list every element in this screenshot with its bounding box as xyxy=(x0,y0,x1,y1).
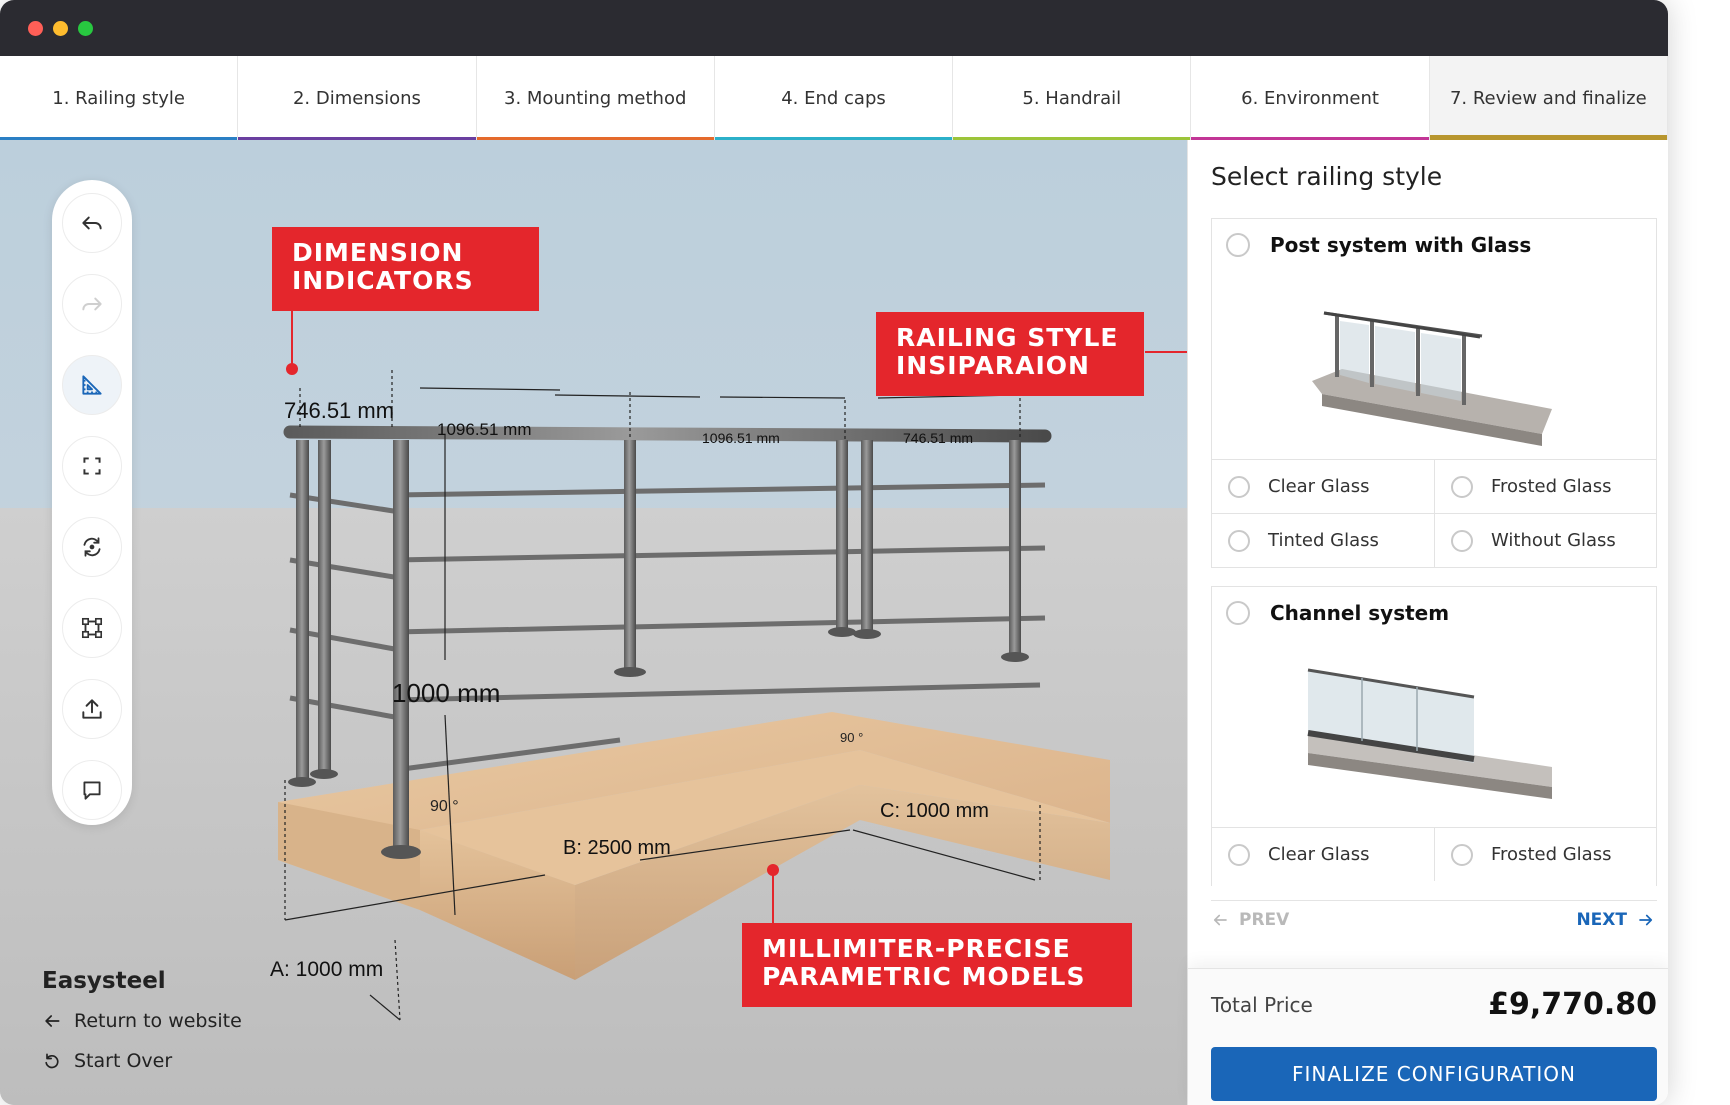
angle-label: 90 ° xyxy=(840,730,864,745)
redo-icon xyxy=(82,297,102,311)
dimension-label: 1000 mm xyxy=(392,678,501,708)
dimension-label: 746.51 mm xyxy=(284,398,395,423)
comment-button[interactable] xyxy=(62,760,122,820)
return-to-website-link[interactable]: Return to website xyxy=(42,1010,242,1032)
option-clear-glass[interactable]: Clear Glass xyxy=(1212,459,1434,513)
fullscreen-icon xyxy=(83,457,101,475)
panel-title: Select railing style xyxy=(1211,162,1443,191)
tab-mounting-method[interactable]: 3. Mounting method xyxy=(476,56,715,140)
prev-button[interactable]: PREV xyxy=(1211,910,1289,930)
3d-viewport[interactable]: 746.51 mm 1096.51 mm 1096.51 mm 746.51 m… xyxy=(0,140,1187,1105)
options-panel: Select railing style Post system with Gl… xyxy=(1187,140,1668,1105)
price-summary: Total Price £9,770.80 FINALIZE CONFIGURA… xyxy=(1188,968,1668,1105)
view-toolbar xyxy=(52,180,132,825)
dimension-label: C: 1000 mm xyxy=(880,800,989,822)
option-tinted-glass[interactable]: Tinted Glass xyxy=(1212,513,1434,567)
divider xyxy=(1211,900,1657,901)
redo-button[interactable] xyxy=(62,274,122,334)
step-tabs: 1. Railing style 2. Dimensions 3. Mounti… xyxy=(0,56,1668,140)
app-window: 1. Railing style 2. Dimensions 3. Mounti… xyxy=(0,0,1668,1105)
style-radio[interactable] xyxy=(1226,601,1250,625)
fullscreen-button[interactable] xyxy=(62,436,122,496)
railing-posts xyxy=(288,440,1029,859)
tab-end-caps[interactable]: 4. End caps xyxy=(714,56,954,140)
tab-handrail[interactable]: 5. Handrail xyxy=(953,56,1192,140)
bounding-box-button[interactable] xyxy=(62,598,122,658)
tab-railing-style[interactable]: 1. Railing style xyxy=(0,56,239,140)
close-window-button[interactable] xyxy=(28,21,43,36)
total-price-value: £9,770.80 xyxy=(1488,987,1657,1022)
style-name: Channel system xyxy=(1270,601,1450,625)
dimension-label: 1096.51 mm xyxy=(437,420,532,439)
next-button[interactable]: NEXT xyxy=(1576,910,1655,930)
callout-leaders xyxy=(286,310,1187,925)
railing-rails xyxy=(289,482,1046,773)
title-bar xyxy=(0,0,1668,56)
tab-dimensions[interactable]: 2. Dimensions xyxy=(238,56,477,140)
rotate-view-icon xyxy=(83,537,101,557)
undo-button[interactable] xyxy=(62,193,122,253)
measure-button[interactable] xyxy=(62,355,122,415)
rotate-view-button[interactable] xyxy=(62,517,122,577)
railing-3d-model xyxy=(278,370,1110,1021)
callout-railing-style: RAILING STYLE INSIPARAION xyxy=(876,312,1144,396)
start-over-link[interactable]: Start Over xyxy=(42,1050,242,1072)
arrow-left-icon xyxy=(45,1015,60,1027)
brand-name: Easysteel xyxy=(42,968,166,994)
wooden-base xyxy=(278,712,1110,980)
style-card-post-system[interactable]: Post system with Glass xyxy=(1211,218,1657,568)
post-system-preview-image xyxy=(1312,311,1552,446)
upload-icon xyxy=(82,699,102,719)
option-clear-glass[interactable]: Clear Glass xyxy=(1212,827,1434,881)
callout-parametric-models: MILLIMITER-PRECISE PARAMETRIC MODELS xyxy=(742,923,1132,1007)
handrail xyxy=(283,425,1052,443)
angle-label: 90 ° xyxy=(430,798,459,815)
dimension-label: A: 1000 mm xyxy=(270,958,384,981)
arrow-left-icon xyxy=(1213,914,1227,926)
arrow-right-icon xyxy=(1639,914,1653,926)
option-frosted-glass[interactable]: Frosted Glass xyxy=(1434,459,1656,513)
dimension-label: B: 2500 mm xyxy=(563,837,671,859)
option-without-glass[interactable]: Without Glass xyxy=(1434,513,1656,567)
measure-icon xyxy=(82,375,102,395)
site-links: Easysteel Return to website Start Over xyxy=(42,968,242,1090)
finalize-configuration-button[interactable]: FINALIZE CONFIGURATION xyxy=(1211,1047,1657,1101)
channel-system-preview-image xyxy=(1307,668,1552,799)
option-frosted-glass[interactable]: Frosted Glass xyxy=(1434,827,1656,881)
dimension-label: 1096.51 mm xyxy=(702,430,780,446)
undo-icon xyxy=(82,216,102,230)
dimension-lines xyxy=(284,370,1041,1021)
dimension-label: 746.51 mm xyxy=(903,430,974,446)
maximize-window-button[interactable] xyxy=(78,21,93,36)
style-radio[interactable] xyxy=(1226,233,1250,257)
bounding-box-icon xyxy=(81,617,103,639)
callout-dimension-indicators: DIMENSION INDICATORS xyxy=(272,227,539,311)
upload-button[interactable] xyxy=(62,679,122,739)
reset-icon xyxy=(45,1053,59,1069)
comment-icon xyxy=(83,781,101,800)
total-price-label: Total Price xyxy=(1211,993,1313,1017)
style-name: Post system with Glass xyxy=(1270,233,1532,257)
minimize-window-button[interactable] xyxy=(53,21,68,36)
style-card-channel-system[interactable]: Channel system Clear Glass Frosted Glass xyxy=(1211,586,1657,886)
tab-review-and-finalize[interactable]: 7. Review and finalize xyxy=(1429,56,1668,140)
tab-environment[interactable]: 6. Environment xyxy=(1191,56,1430,140)
